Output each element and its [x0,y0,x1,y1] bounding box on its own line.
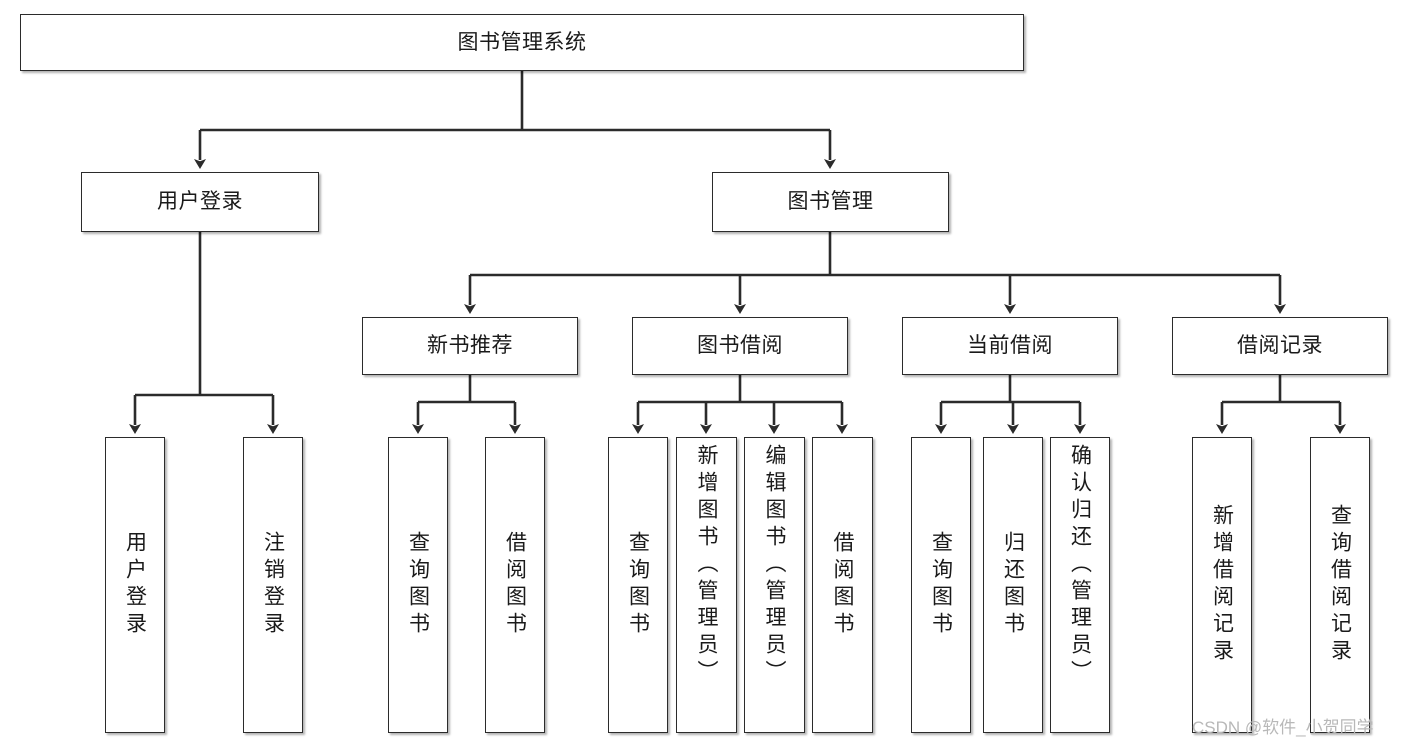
node-leaf-borrow-book-recommend[interactable]: 借阅图书 [485,437,545,733]
node-leaf-borrow-book[interactable]: 借阅图书 [812,437,873,733]
node-leaf-query-borrow-record-label: 查询借阅记录 [1328,504,1352,666]
node-leaf-return-book-label: 归还图书 [1001,531,1025,639]
node-leaf-query-book-recommend-label: 查询图书 [406,531,430,639]
node-book-borrow[interactable]: 图书借阅 [632,317,848,375]
node-leaf-add-book-admin[interactable]: 新增图书（管理员） [676,437,737,733]
node-leaf-add-book-admin-label: 新增图书（管理员） [695,444,718,687]
node-leaf-query-book-current[interactable]: 查询图书 [911,437,971,733]
node-leaf-user-login[interactable]: 用户登录 [105,437,165,733]
node-book-manage[interactable]: 图书管理 [712,172,949,232]
node-new-book-recommend[interactable]: 新书推荐 [362,317,578,375]
node-leaf-return-book[interactable]: 归还图书 [983,437,1043,733]
node-current-borrow[interactable]: 当前借阅 [902,317,1118,375]
node-leaf-confirm-return-admin-label: 确认归还（管理员） [1068,444,1092,687]
node-leaf-add-borrow-record[interactable]: 新增借阅记录 [1192,437,1252,733]
node-leaf-edit-book-admin[interactable]: 编辑图书（管理员） [744,437,805,733]
node-book-borrow-label: 图书借阅 [697,334,783,358]
node-leaf-borrow-book-label: 借阅图书 [831,531,854,639]
node-book-manage-label: 图书管理 [787,190,874,214]
node-leaf-query-book-recommend[interactable]: 查询图书 [388,437,448,733]
node-borrow-record-label: 借阅记录 [1237,334,1323,358]
node-root[interactable]: 图书管理系统 [20,14,1024,71]
node-leaf-query-book-current-label: 查询图书 [929,531,953,639]
node-new-book-recommend-label: 新书推荐 [427,334,513,358]
csdn-watermark: CSDN @软件_小贺同学 [1192,718,1374,737]
node-user-login[interactable]: 用户登录 [81,172,319,232]
node-borrow-record[interactable]: 借阅记录 [1172,317,1388,375]
node-leaf-add-borrow-record-label: 新增借阅记录 [1210,504,1234,666]
node-leaf-query-book-borrow[interactable]: 查询图书 [608,437,668,733]
node-leaf-borrow-book-recommend-label: 借阅图书 [503,531,527,639]
node-leaf-query-book-borrow-label: 查询图书 [626,531,650,639]
node-leaf-logout-label: 注销登录 [261,531,285,639]
node-current-borrow-label: 当前借阅 [967,334,1053,358]
node-leaf-query-borrow-record[interactable]: 查询借阅记录 [1310,437,1370,733]
node-leaf-confirm-return-admin[interactable]: 确认归还（管理员） [1050,437,1110,733]
node-leaf-user-login-label: 用户登录 [123,531,147,639]
node-user-login-label: 用户登录 [157,190,243,214]
node-leaf-logout[interactable]: 注销登录 [243,437,303,733]
node-root-label: 图书管理系统 [457,30,587,54]
node-leaf-edit-book-admin-label: 编辑图书（管理员） [763,444,786,687]
